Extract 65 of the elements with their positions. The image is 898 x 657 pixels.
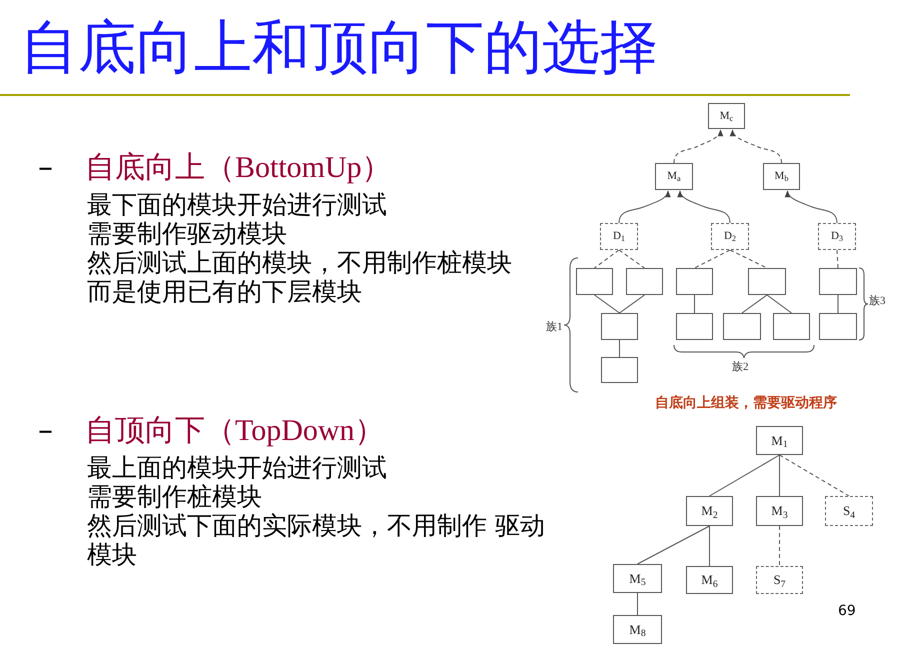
group-label: 族1 (546, 320, 562, 334)
connector-line (637, 526, 710, 564)
arrow (618, 190, 670, 224)
bullet-text: 最上面的模块开始进行测试 (87, 453, 387, 482)
module-box: M$_{b}$ (763, 163, 800, 190)
section-heading: 自底向上（BottomUp） (85, 150, 392, 186)
empty-module-box (576, 268, 613, 295)
empty-module-box (819, 313, 857, 340)
stub-module-box: S$_{7}$ (756, 566, 803, 594)
empty-module-box (676, 313, 713, 340)
bullet-text: 需要制作桩模块 (87, 482, 262, 511)
connector-line (742, 294, 768, 314)
arrow (730, 129, 782, 164)
module-box: M$_{8}$ (613, 615, 662, 644)
stub-module-box: D$_{3}$ (818, 223, 856, 250)
empty-module-box (773, 313, 810, 340)
module-box: M$_{c}$ (708, 103, 745, 129)
connector-line (694, 294, 695, 314)
module-box: M$_{2}$ (686, 496, 733, 526)
section-heading: 自顶向下（TopDown） (85, 413, 385, 449)
bullet-text: 而是使用已有的下层模块 (87, 277, 362, 306)
arrow (786, 190, 838, 224)
page-number: 69 (838, 602, 856, 620)
stub-module-box: D$_{2}$ (711, 223, 749, 250)
connector-line (730, 250, 768, 268)
stub-module-box: D$_{1}$ (600, 223, 638, 250)
empty-module-box (601, 313, 638, 340)
arrow (674, 129, 722, 164)
empty-module-box (819, 268, 857, 295)
bullet-text: 最下面的模块开始进行测试 (87, 190, 387, 219)
slide-title: 自底向上和顶向下的选择 (20, 12, 658, 82)
connector-line (779, 526, 780, 566)
connector-line (836, 250, 838, 268)
empty-module-box (748, 268, 786, 295)
connector-line (766, 294, 792, 314)
module-box: M$_{1}$ (756, 426, 803, 455)
empty-module-box (626, 268, 663, 295)
module-box: M$_{3}$ (756, 496, 803, 526)
empty-module-box (676, 268, 713, 295)
bullet-text: 需要制作驱动模块 (87, 219, 287, 248)
stub-module-box: S$_{4}$ (825, 496, 873, 526)
connector-line (618, 250, 645, 268)
connector-line (594, 294, 620, 314)
group-label: 族3 (869, 294, 886, 308)
connector-line (594, 250, 620, 268)
connector-line (619, 340, 620, 358)
connector-line (694, 250, 730, 268)
connector-line (709, 526, 710, 566)
connector-line (619, 294, 645, 314)
group-label: 族2 (732, 360, 748, 374)
connector-line (637, 592, 638, 616)
bullet-text: 然后测试下面的实际模块，不用制作 驱动模块 (87, 511, 546, 569)
bullet-text: 然后测试上面的模块，不用制作桩模块 (87, 248, 512, 277)
module-box: M$_{6}$ (686, 566, 733, 594)
connector-line (779, 454, 850, 496)
arrow (678, 190, 730, 224)
figure-caption: 自底向上组装，需要驱动程序 (655, 394, 837, 412)
module-box: M$_{a}$ (655, 163, 693, 190)
empty-module-box (601, 357, 638, 383)
module-box: M$_{5}$ (613, 564, 662, 593)
bullet-dash: – (38, 150, 53, 186)
empty-module-box (723, 313, 761, 340)
connector-line (779, 454, 780, 496)
connector-line (709, 454, 780, 496)
bullet-dash: – (38, 413, 53, 449)
